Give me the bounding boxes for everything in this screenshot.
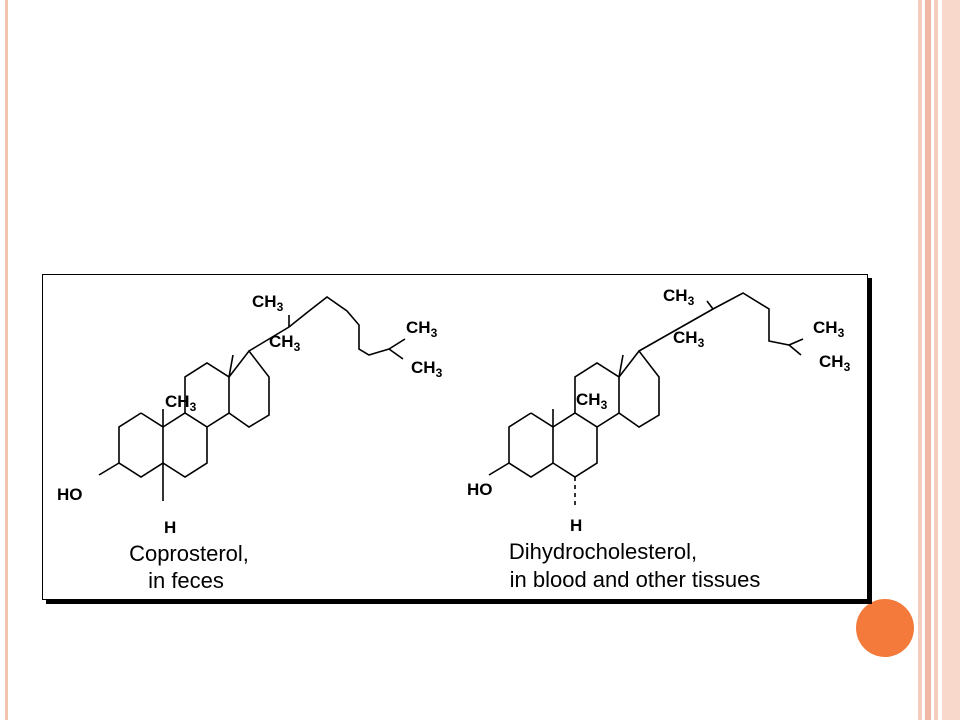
c18-bond xyxy=(618,354,624,378)
ho-bond xyxy=(98,462,120,476)
ring-a xyxy=(118,412,164,478)
slide-border-right-stripe xyxy=(934,0,938,720)
coprosterol-caption-line1: Coprosterol, xyxy=(129,541,249,566)
ho-bond xyxy=(488,462,510,476)
ring-d xyxy=(618,349,660,428)
ho-label: HO xyxy=(57,485,83,504)
side-chain-branch xyxy=(788,344,802,356)
accent-dot xyxy=(856,599,914,657)
ch3-right-top-label: CH3 xyxy=(406,318,438,340)
ring-c xyxy=(574,362,620,428)
coprosterol-caption-line2: in feces xyxy=(148,568,224,593)
ring-d xyxy=(228,349,270,428)
ch3-right-bottom-label: CH3 xyxy=(819,352,851,374)
h-label: H xyxy=(164,518,176,537)
slide-border-left xyxy=(0,0,8,720)
c18-bond xyxy=(228,354,234,378)
ch3-c19-label: CH3 xyxy=(165,392,197,414)
side-chain-methyl-bond xyxy=(706,300,714,310)
dihydrocholesterol-caption-line2: in blood and other tissues xyxy=(510,567,761,592)
ch3-right-bottom-label: CH3 xyxy=(411,358,443,380)
coprosterol-structure: CH3 CH3 CH3 CH3 CH3 HO H Coprosterol, in… xyxy=(57,292,443,593)
structure-diagram: CH3 CH3 CH3 CH3 CH3 HO H Coprosterol, in… xyxy=(57,286,851,593)
ring-b xyxy=(162,412,208,478)
slide-border-right-stripe xyxy=(925,0,931,720)
side-chain-branch xyxy=(388,348,404,360)
dihydrocholesterol-caption-line1: Dihydrocholesterol, xyxy=(509,539,697,564)
h-label: H xyxy=(570,516,582,535)
side-chain xyxy=(248,296,406,356)
ring-c xyxy=(184,362,230,428)
ring-b xyxy=(552,412,598,478)
slide-border-right-stripe xyxy=(942,0,960,720)
slide-border-right-stripe xyxy=(918,0,922,720)
ch3-c18-label: CH3 xyxy=(673,328,705,350)
ch3-c18-label: CH3 xyxy=(269,332,301,354)
dihydrocholesterol-structure: CH3 CH3 CH3 CH3 CH3 HO H Dihydrocholeste… xyxy=(467,286,851,592)
structure-figure: CH3 CH3 CH3 CH3 CH3 HO H Coprosterol, in… xyxy=(42,274,868,600)
ho-label: HO xyxy=(467,480,493,499)
ch3-right-top-label: CH3 xyxy=(813,318,845,340)
ch3-side-label: CH3 xyxy=(252,292,284,314)
ring-a xyxy=(508,412,554,478)
ch3-c19-label: CH3 xyxy=(576,390,608,412)
ch3-side-label: CH3 xyxy=(663,286,695,308)
